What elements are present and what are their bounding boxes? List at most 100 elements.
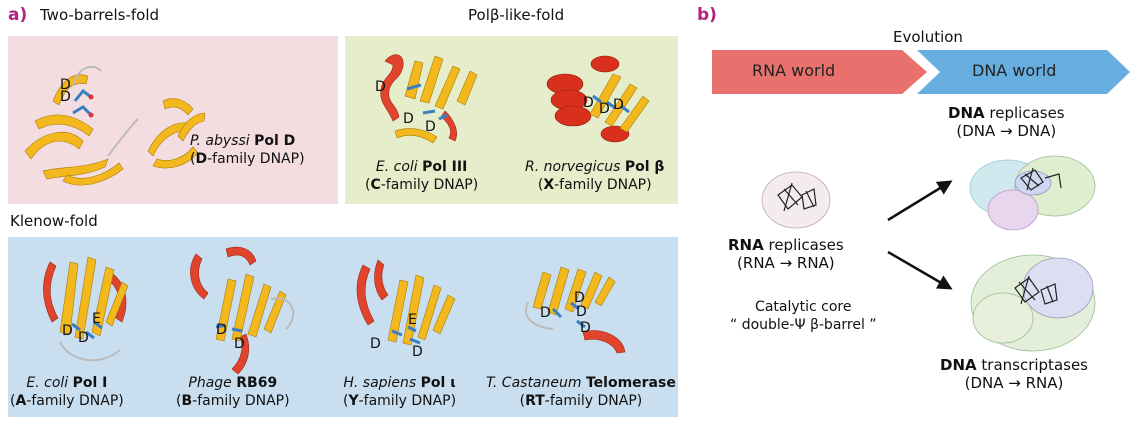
residue-d-label: D — [580, 320, 591, 336]
arrow-to-transcriptases — [887, 250, 953, 290]
pol-iii-name-line: E. coli Pol III — [365, 158, 478, 176]
klenow-box: E D D D D — [8, 237, 678, 417]
residue-d-label: D — [576, 304, 587, 320]
dna-world-arrow — [917, 50, 1130, 94]
enzyme-name: Pol ι — [420, 375, 456, 391]
residue-d-label: D — [425, 119, 436, 135]
rb69-name-line: Phage RB69 — [176, 374, 290, 392]
family-text: -family DNAP) — [380, 177, 479, 193]
pol-iii-family-line: (C-family DNAP) — [365, 177, 479, 193]
dna-bold: DNA — [940, 356, 977, 374]
polb-title: Polβ-like-fold — [468, 6, 565, 24]
two-barrels-box: D D P. abyssi Pol D (D-family DNAP) — [8, 36, 338, 204]
replicases-text: replicases — [763, 236, 844, 254]
residue-d-label: D — [412, 344, 423, 360]
residue-d-label: D — [234, 336, 245, 352]
residue-e-label: E — [92, 311, 101, 327]
pol-d-structure — [24, 65, 206, 186]
pol-beta-name-line: R. norvegicus Pol β — [525, 158, 664, 176]
residue-e-label: E — [408, 312, 417, 328]
species-name: E. coli — [26, 375, 69, 391]
residue-d-label: D — [370, 336, 381, 352]
beta-barrel-left — [24, 74, 124, 186]
dna-bold: DNA — [948, 104, 985, 122]
dna-transcriptases-title: DNA transcriptases — [940, 356, 1088, 374]
dna-replicases-reaction: (DNA → DNA) — [956, 122, 1057, 140]
rb69-caption: Phage RB69 (B-family DNAP) — [176, 374, 290, 410]
catalytic-core-line2: “ double-Ψ β-barrel ” — [730, 317, 877, 333]
enzyme-name: Pol β — [624, 159, 665, 175]
polb-box: D D D D D D E. coli Pol III (C-family DN… — [345, 36, 678, 204]
pol-beta-caption: R. norvegicus Pol β (X-family DNAP) — [525, 158, 664, 194]
rb69-structure — [190, 246, 295, 375]
residue-d-label: D — [216, 322, 227, 338]
pol-i-caption: E. coli Pol I (A-family DNAP) — [10, 374, 124, 410]
pol-i-family-line: (A-family DNAP) — [10, 393, 124, 409]
pol-iii-structure — [380, 54, 478, 144]
enzyme-name: Pol III — [422, 159, 468, 175]
species-name: E. coli — [375, 159, 418, 175]
enzyme-name: Telomerase — [585, 375, 676, 391]
residue-d-label: D — [583, 95, 594, 111]
pol-d-family-line: (D-family DNAP) — [190, 151, 305, 167]
family-text: -family DNAP) — [544, 393, 643, 409]
evolution-arrows — [712, 50, 1130, 94]
family-text: -family DNAP) — [26, 393, 124, 409]
species-name: H. sapiens — [343, 375, 417, 391]
arrow-to-replicases — [887, 180, 953, 222]
rna-core-cartoon — [777, 182, 817, 212]
evolution-label: Evolution — [893, 28, 963, 46]
family-letter: B — [181, 393, 193, 409]
family-letter: D — [195, 151, 208, 167]
transcriptases-text: transcriptases — [976, 356, 1088, 374]
dna-replicase-structure — [969, 155, 1096, 231]
pol-iota-name-line: H. sapiens Pol ι — [343, 374, 456, 392]
family-text: -family DNAP) — [554, 177, 652, 193]
beta-barrel-right — [147, 98, 206, 169]
pol-iota-family-line: (Y-family DNAP) — [343, 393, 457, 409]
family-letter: RT — [525, 393, 545, 409]
dna-world-label: DNA world — [972, 61, 1057, 80]
residue-d-label: D — [403, 111, 414, 127]
residue-d-label: D — [574, 290, 585, 306]
rna-replicases-caption: RNA replicases (RNA → RNA) — [728, 236, 844, 272]
dna-transcriptases-caption: DNA transcriptases (DNA → RNA) — [940, 356, 1088, 392]
klenow-title: Klenow-fold — [10, 212, 98, 230]
enzyme-name: RB69 — [236, 375, 278, 391]
telomerase-family-line: (RT-family DNAP) — [519, 393, 643, 409]
dna-core-cartoon — [1014, 275, 1058, 305]
residue-d-label: D — [78, 330, 89, 346]
pol-iota-caption: H. sapiens Pol ι (Y-family DNAP) — [343, 374, 456, 410]
rna-world-label: RNA world — [752, 61, 836, 80]
dna-replicases-title: DNA replicases — [948, 104, 1065, 122]
family-text: -family DNAP) — [207, 151, 305, 167]
residue-d-label: D — [540, 305, 551, 321]
pol-iota-structure — [356, 259, 456, 346]
rb69-family-line: (B-family DNAP) — [176, 393, 290, 409]
pol-beta-family-line: (X-family DNAP) — [537, 177, 652, 193]
species-name: R. norvegicus — [525, 159, 621, 175]
rna-bold: RNA — [728, 236, 764, 254]
divergence-arrows — [887, 180, 953, 290]
dna-replicases-caption: DNA replicases (DNA → DNA) — [948, 104, 1065, 140]
pol-d-name-line: P. abyssi Pol D — [190, 132, 305, 150]
pol-iii-caption: E. coli Pol III (C-family DNAP) — [365, 158, 478, 194]
family-text: -family DNAP) — [192, 393, 290, 409]
pol-i-structure — [43, 256, 129, 362]
dna-transcriptase-structure — [970, 254, 1096, 352]
catalytic-core-line1: Catalytic core — [755, 299, 852, 315]
enzyme-name: Pol D — [254, 133, 296, 149]
family-letter: Y — [348, 393, 359, 409]
residue-d-label: D — [60, 89, 71, 105]
residue-d-label: D — [375, 79, 386, 95]
panel-b-letter: b) — [697, 5, 717, 25]
two-barrels-title: Two-barrels-fold — [40, 6, 160, 24]
rna-replicases-reaction: (RNA → RNA) — [737, 254, 835, 272]
family-letter: A — [15, 393, 27, 409]
pol-d-caption: P. abyssi Pol D (D-family DNAP) — [190, 132, 305, 168]
dna-core-cartoon — [1020, 167, 1062, 191]
pol-i-name-line: E. coli Pol I — [10, 374, 124, 392]
family-letter: X — [543, 177, 555, 193]
dna-transcriptases-reaction: (DNA → RNA) — [964, 374, 1064, 392]
family-text: -family DNAP) — [358, 393, 457, 409]
